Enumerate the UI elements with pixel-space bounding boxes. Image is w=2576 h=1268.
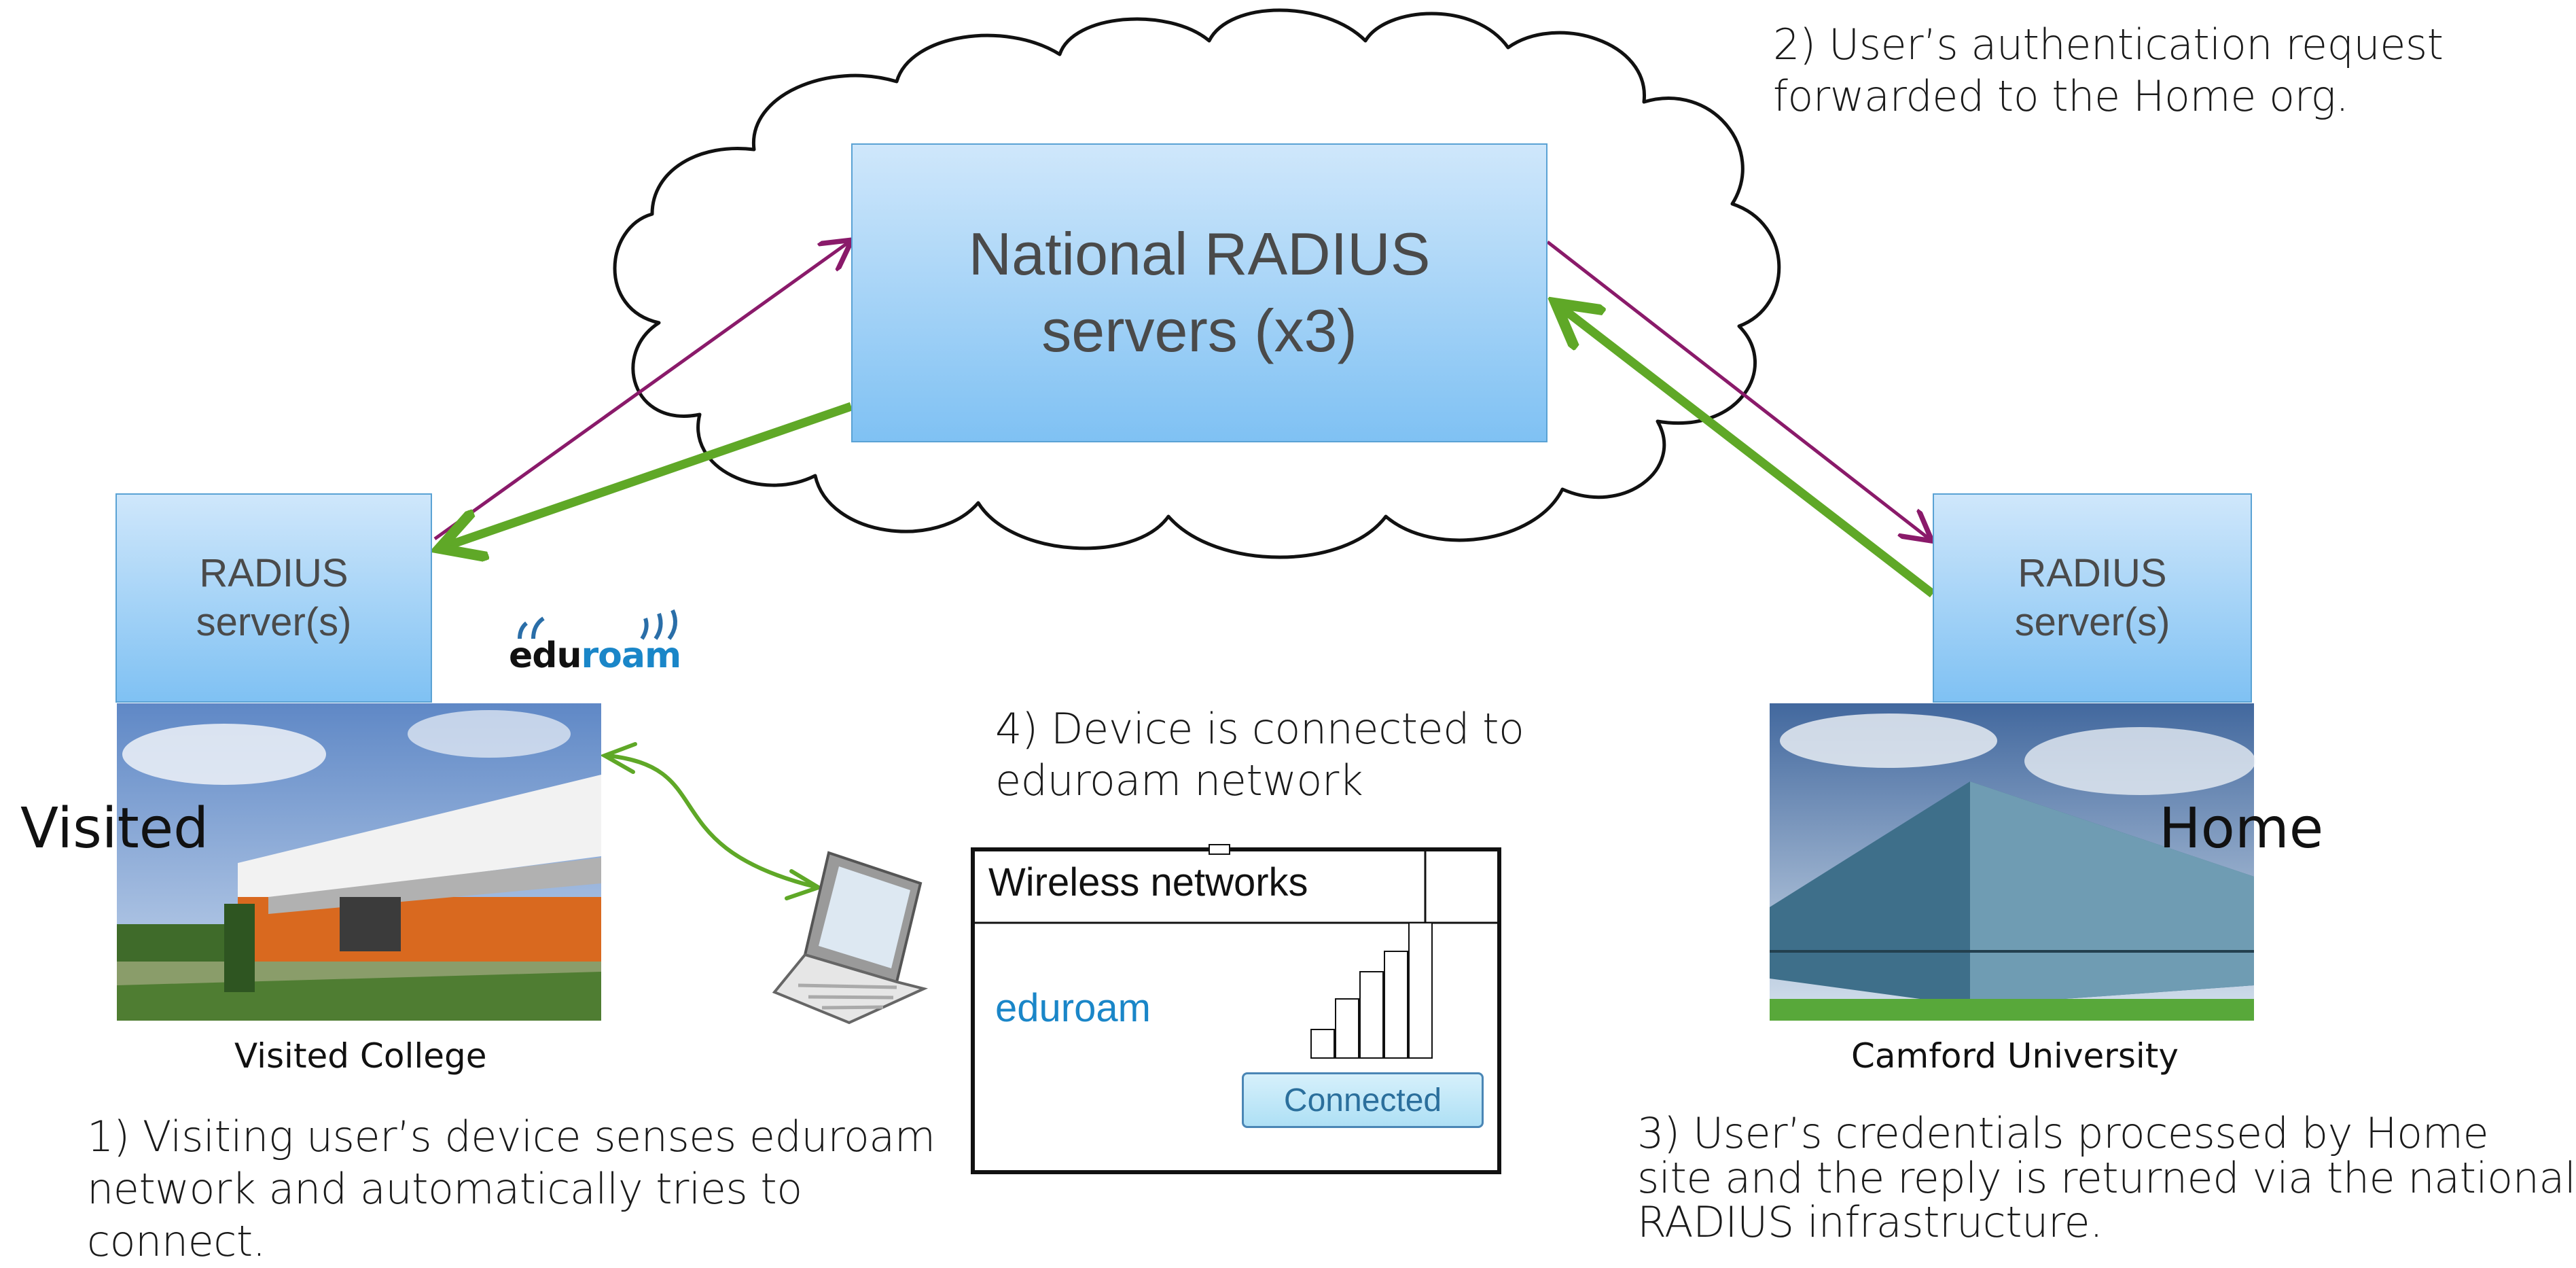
request-arrow-visited-to-national: [433, 242, 849, 541]
camford-university-caption: Camford University: [1851, 1036, 2179, 1076]
step-3-line-3: RADIUS infrastructure.: [1637, 1197, 2103, 1248]
step-1-line-3: connect.: [87, 1216, 266, 1266]
visited-server-line2: server(s): [196, 600, 352, 644]
step-4-line-1: 4) Device is connected to: [995, 704, 1524, 754]
step-3-line-2: site and the reply is returned via the n…: [1637, 1152, 2576, 1203]
eduroam-waves-icon: [518, 609, 677, 640]
step-3-line-1: 3) User’s credentials processed by Home: [1637, 1108, 2489, 1158]
step-2-line-2: forwarded to the Home org.: [1773, 71, 2349, 121]
home-server-line2: server(s): [2014, 600, 2170, 644]
visited-server-line1: RADIUS: [199, 550, 348, 595]
reply-arrow-national-to-visited: [444, 402, 853, 547]
eduroam-logo-suffix: roam: [581, 635, 682, 676]
connected-status-button[interactable]: Connected: [1242, 1072, 1484, 1128]
request-arrow-national-to-home: [1546, 241, 1929, 539]
eduroam-logo-prefix: edu: [509, 635, 582, 676]
step-1-note: 1) Visiting user’s device senses eduroam…: [87, 1111, 935, 1268]
visited-college-caption: Visited College: [234, 1036, 487, 1076]
national-radius-servers-box: National RADIUS servers (x3): [851, 143, 1548, 442]
national-box-line1: National RADIUS: [968, 220, 1431, 288]
eduroam-logo: eduroam: [506, 608, 696, 683]
step-1-line-2: network and automatically tries to: [87, 1163, 802, 1214]
laptop-icon: [772, 851, 929, 1025]
step-2-note: 2) User’s authentication request forward…: [1773, 19, 2444, 122]
step-2-line-1: 2) User’s authentication request: [1773, 20, 2444, 69]
visited-site-label: Visited: [20, 796, 209, 861]
wireless-network-eduroam[interactable]: eduroam: [995, 986, 1151, 1030]
reply-arrow-home-to-national: [1559, 306, 1935, 598]
step-4-note: 4) Device is connected to eduroam networ…: [995, 703, 1524, 806]
wifi-link-arrow: [607, 754, 816, 889]
step-3-note: 3) User’s credentials processed by Home …: [1637, 1111, 2576, 1245]
step-4-line-2: eduroam network: [995, 755, 1363, 805]
home-radius-server-box: RADIUS server(s): [1933, 493, 2252, 703]
national-box-line2: servers (x3): [1041, 297, 1357, 364]
home-site-label: Home: [2159, 796, 2324, 861]
home-server-line1: RADIUS: [2018, 550, 2167, 595]
visited-radius-server-box: RADIUS server(s): [115, 493, 432, 703]
step-1-line-1: 1) Visiting user’s device senses eduroam: [87, 1112, 935, 1161]
signal-strength-icon: [1310, 922, 1433, 1059]
wireless-panel-title: Wireless networks: [988, 860, 1308, 904]
camford-university-photo: [1770, 703, 2255, 1021]
visited-college-photo: [117, 703, 601, 1021]
eduroam-diagram: National RADIUS servers (x3) RADIUS serv…: [20, 8, 2576, 1266]
